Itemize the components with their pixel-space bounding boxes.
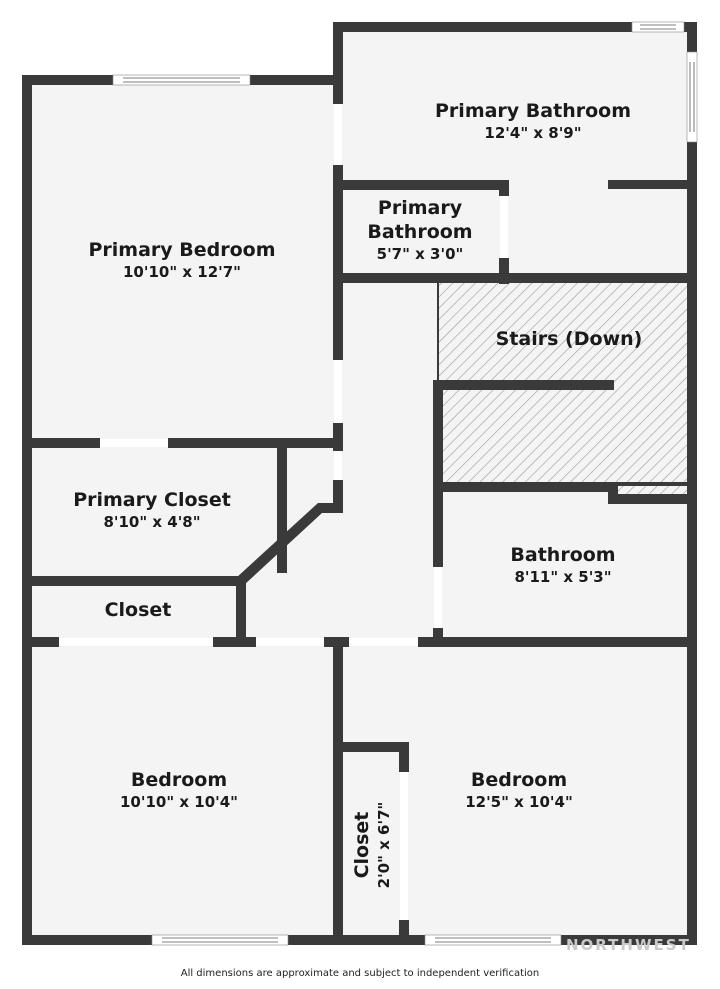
- room-name: Primary Bathroom: [435, 100, 631, 122]
- disclaimer: All dimensions are approximate and subje…: [180, 968, 540, 979]
- room-dimensions: 8'11" x 5'3": [514, 568, 612, 586]
- room-bedroom-right: Bedroom 12'5" x 10'4": [465, 768, 573, 812]
- room-name: Closet: [351, 811, 373, 879]
- window-primary-bedroom: [112, 74, 251, 86]
- room-name: Bathroom: [510, 544, 616, 566]
- room-name-line2: Bathroom: [367, 221, 473, 243]
- room-dimensions: 12'4" x 8'9": [484, 124, 582, 142]
- room-name: Primary Closet: [73, 489, 231, 511]
- room-bedroom-left: Bedroom 10'10" x 10'4": [120, 768, 238, 812]
- door-openings: [59, 104, 508, 920]
- window-bedroom-left: [151, 934, 289, 946]
- room-name: Stairs (Down): [495, 328, 643, 350]
- room-name: Primary Bedroom: [88, 239, 276, 261]
- room-dimensions: 5'7" x 3'0": [376, 245, 464, 263]
- room-bathroom: Bathroom 8'11" x 5'3": [510, 543, 615, 587]
- room-name-line1: Primary: [377, 197, 463, 219]
- room-dimensions: 8'10" x 4'8": [103, 513, 201, 531]
- room-stairs: Stairs (Down): [496, 327, 643, 351]
- room-name: Closet: [104, 599, 172, 621]
- room-closet-small: Closet 2'0" x 6'7": [350, 802, 394, 889]
- room-dimensions: 10'10" x 12'7": [122, 263, 241, 281]
- windows: [112, 21, 698, 946]
- room-name: Bedroom: [470, 769, 568, 791]
- room-primary-closet: Primary Closet 8'10" x 4'8": [73, 488, 231, 532]
- window-bedroom-right: [424, 934, 562, 946]
- watermark: NORTHWEST: [566, 936, 691, 954]
- room-primary-bedroom: Primary Bedroom 10'10" x 12'7": [88, 238, 275, 282]
- room-closet-hall: Closet: [105, 598, 172, 622]
- room-primary-bathroom-small: Primary Bathroom 5'7" x 3'0": [367, 196, 472, 264]
- room-dimensions: 2'0" x 6'7": [375, 801, 393, 889]
- room-dimensions: 12'5" x 10'4": [465, 793, 573, 811]
- room-name: Bedroom: [130, 769, 228, 791]
- window-primary-bathroom-side: [686, 51, 698, 143]
- room-dimensions: 10'10" x 10'4": [120, 793, 238, 811]
- room-primary-bathroom: Primary Bathroom 12'4" x 8'9": [435, 99, 631, 143]
- window-primary-bathroom-top: [631, 21, 685, 33]
